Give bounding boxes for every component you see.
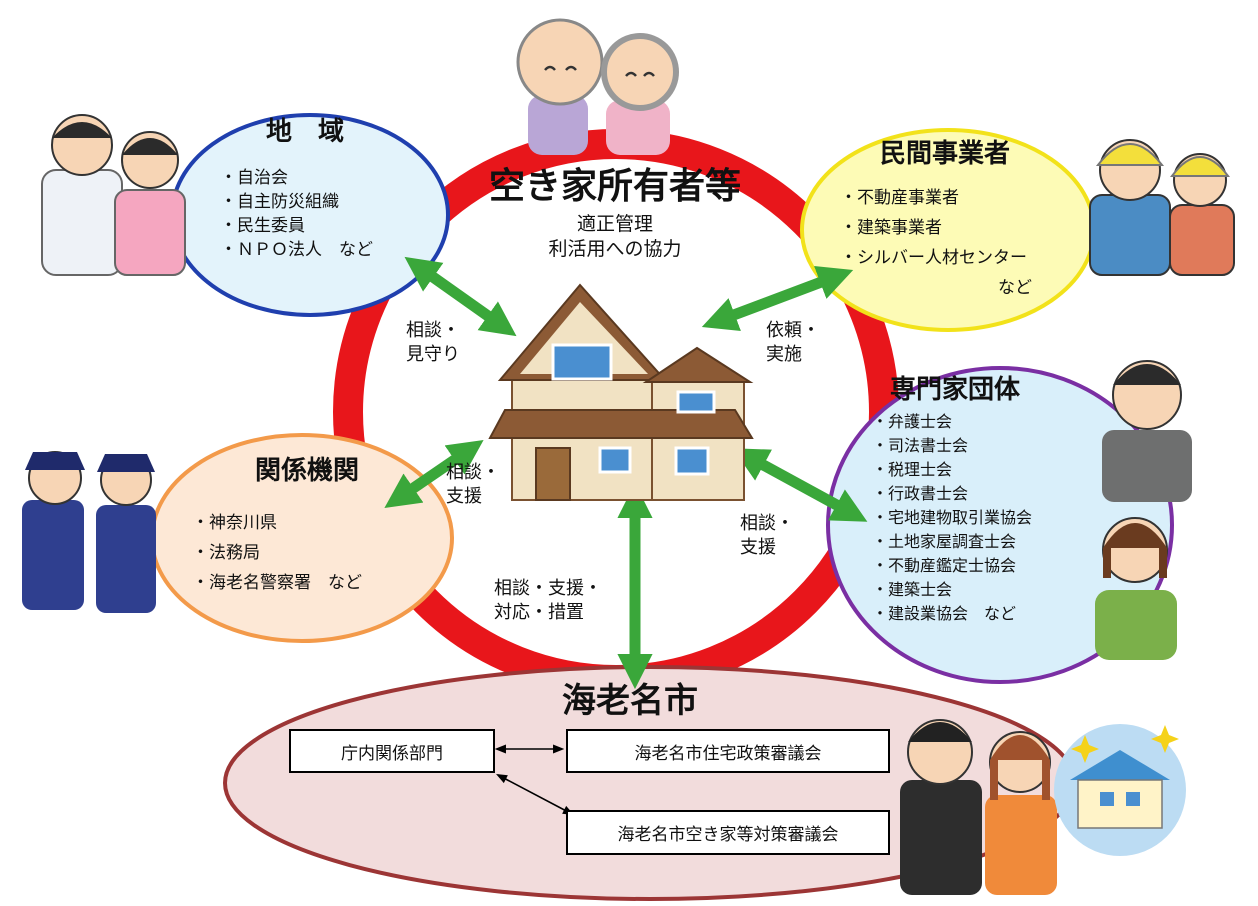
list-item: ・行政書士会 <box>872 484 969 503</box>
link-ebina-label: 相談・支援・対応・措置 <box>494 578 602 623</box>
professionals-icon <box>1095 360 1192 660</box>
link-kankei-label: 相談・支援 <box>446 462 500 507</box>
owner-subtitle-2: 利活用への協力 <box>548 238 682 260</box>
list-item: ・自治会 <box>220 168 288 188</box>
list-item: ・建築士会 <box>872 580 953 599</box>
house-icon <box>488 283 754 501</box>
list-item: ・海老名警察署 など <box>192 573 362 593</box>
police-officers-icon <box>22 451 156 613</box>
link-minkan-label: 依頼・実施 <box>766 320 820 365</box>
senmon-ellipse <box>826 366 1174 684</box>
workers-icon <box>1089 139 1235 276</box>
list-item: ・民生委員 <box>220 216 305 236</box>
kankei-list: ・神奈川県 ・法務局 ・海老名警察署 など <box>192 513 362 603</box>
list-item: ・建設業協会 など <box>872 604 1017 623</box>
minkan-list: ・不動産事業者 ・建築事業者 ・シルバー人材センター など <box>840 188 1032 308</box>
list-item: ・司法書士会 <box>872 436 969 455</box>
list-item: ・ＮＰＯ法人 など <box>220 240 373 260</box>
box-arrow-vacant <box>496 773 574 816</box>
link-chiiki-label: 相談・見守り <box>406 320 460 365</box>
list-item: ・不動産事業者 <box>840 188 959 208</box>
link-senmon-arrow <box>732 448 868 522</box>
chiiki-title: 地 域 <box>265 117 344 147</box>
new-house-icon <box>1054 724 1186 856</box>
link-senmon-label: 相談・支援 <box>740 513 794 558</box>
link-chiiki-arrow <box>404 256 517 337</box>
list-item: ・自主防災組織 <box>220 192 339 212</box>
list-item: ・弁護士会 <box>872 412 953 431</box>
list-item: ・土地家屋調査士会 <box>872 532 1017 551</box>
vacant-house-council-box: 海老名市空き家等対策審議会 <box>566 810 890 855</box>
list-item: ・建築事業者 <box>840 218 942 238</box>
list-item: ・シルバー人材センター <box>840 248 1027 268</box>
chiiki-list: ・自治会 ・自主防災組織 ・民生委員 ・ＮＰＯ法人 など <box>220 168 373 264</box>
list-item: ・宅地建物取引業協会 <box>872 508 1033 527</box>
officials-icon <box>900 719 1057 895</box>
list-item: ・不動産鑑定士協会 <box>872 556 1017 575</box>
link-minkan-arrow <box>701 265 854 332</box>
owner-subtitle-1: 適正管理 <box>576 213 653 235</box>
list-item: ・神奈川県 <box>192 513 277 533</box>
elderly-couple-icon <box>516 18 679 155</box>
minkan-title: 民間事業者 <box>879 139 1010 169</box>
senmon-list: ・弁護士会 ・司法書士会 ・税理士会 ・行政書士会 ・宅地建物取引業協会 ・土地… <box>872 412 1032 628</box>
list-item: ・法務局 <box>192 543 260 563</box>
internal-departments-box: 庁内関係部門 <box>289 729 495 773</box>
community-people-icon <box>41 114 186 276</box>
list-item: など <box>998 278 1032 298</box>
ebina-title: 海老名市 <box>562 681 698 721</box>
housing-policy-council-box: 海老名市住宅政策審議会 <box>566 729 890 773</box>
link-kankei-arrow <box>384 440 484 508</box>
senmon-title: 専門家団体 <box>889 375 1020 405</box>
kankei-title: 関係機関 <box>254 456 359 486</box>
list-item: ・税理士会 <box>872 460 953 479</box>
owner-title: 空き家所有者等 <box>488 166 741 207</box>
